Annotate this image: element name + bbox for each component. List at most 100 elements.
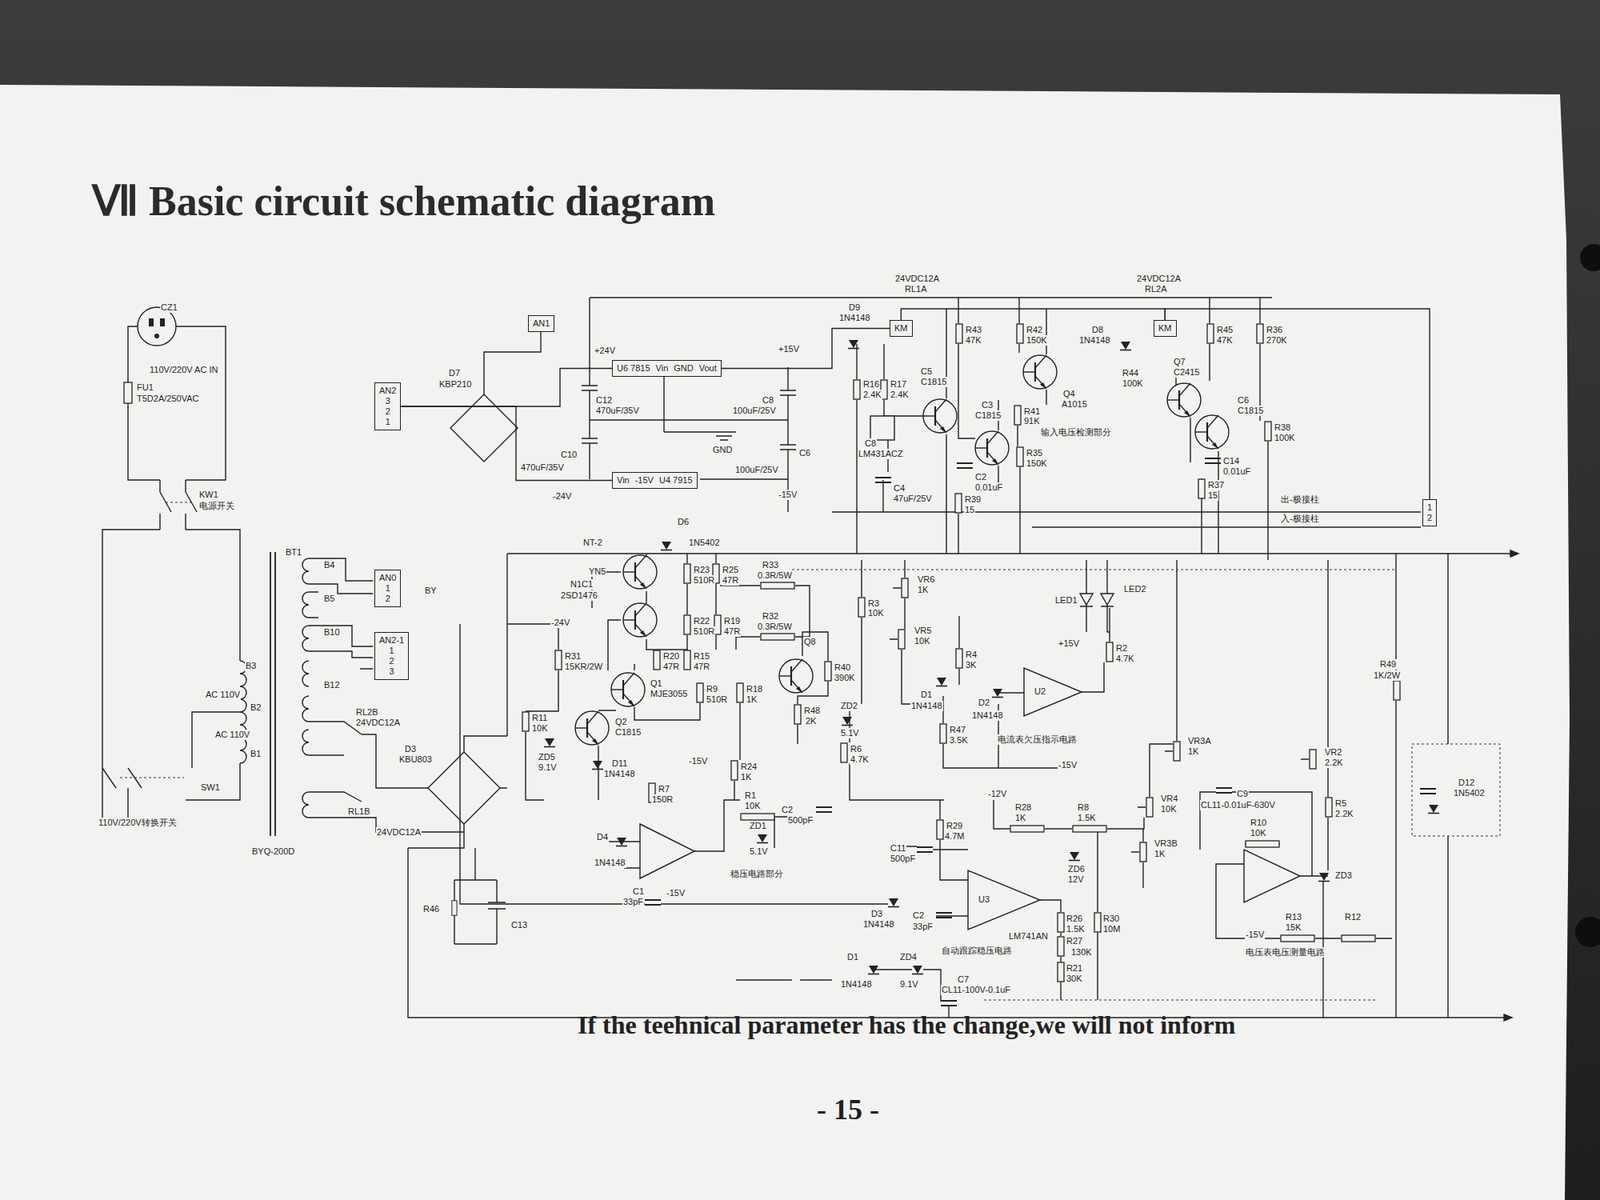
capacitor-symbol [644, 900, 661, 905]
resistor-symbol [840, 743, 848, 763]
component-text: GND [673, 363, 693, 374]
schematic-label: R29 [945, 820, 964, 832]
schematic-label: 3K [964, 660, 977, 671]
schematic-label: 24VDC12A [376, 827, 422, 838]
schematic-label: 510R [692, 626, 716, 637]
schematic-label: 130K [1070, 947, 1093, 958]
resistor-symbol [1057, 936, 1064, 956]
schematic-label: YN5 [588, 566, 607, 577]
wire [1100, 593, 1114, 605]
dashed-guide [1412, 744, 1500, 836]
schematic-label: R31 [564, 651, 582, 662]
resistor-symbol [1256, 324, 1264, 344]
schematic-label: C2 [780, 804, 794, 816]
schematic-label: R28 [1014, 802, 1032, 813]
plug-symbol [124, 382, 132, 404]
component-box: AN012 [374, 569, 401, 608]
schematic-label: R30 [1102, 913, 1120, 924]
schematic-label: 470uF/35V [595, 405, 640, 416]
schematic-label: 91K [1023, 416, 1041, 427]
schematic-label: 24VDC12A [355, 717, 401, 728]
component-text: 3 [389, 666, 395, 677]
schematic-label: 稳压电路部分 [729, 868, 784, 880]
schematic-label: SW1 [200, 782, 221, 793]
schematic-label: 47K [964, 335, 983, 346]
resistor-symbol [936, 820, 944, 840]
wire [137, 307, 176, 346]
schematic-label: 24VDC12A [894, 273, 940, 284]
component-text: U6 7815 [616, 363, 651, 374]
schematic-label: R9 [705, 684, 719, 695]
resistor-symbol [452, 324, 1400, 982]
schematic-label: R46 [422, 904, 440, 915]
schematic-label: R32 [761, 611, 780, 622]
component-text: AN1 [532, 318, 550, 329]
schematic-label: 9.1V [899, 979, 920, 990]
schematic-label: MJE3055 [649, 688, 688, 700]
transistor-symbol [575, 355, 1229, 745]
wire [664, 374, 736, 440]
schematic-label: 10K [1160, 804, 1178, 815]
schematic-label: R40 [833, 662, 852, 673]
wire [861, 560, 1110, 768]
diode-symbol [992, 688, 1004, 698]
potentiometer-symbol [1140, 842, 1147, 862]
schematic-label: R44 [1121, 368, 1140, 379]
schematic-label: VR5 [913, 625, 932, 636]
schematic-label: R17 [889, 379, 908, 390]
schematic-label: 1K [740, 772, 752, 783]
schematic-label: C10 [560, 449, 578, 460]
schematic-label: 100K [1273, 432, 1296, 444]
resistor-symbol [956, 324, 963, 344]
wire [1024, 668, 1082, 716]
wire [302, 558, 309, 818]
wire-connector [721, 328, 890, 369]
schematic-label: RL1B [347, 806, 372, 817]
schematic-label: AC 110V [204, 689, 241, 700]
resistor-symbol [684, 650, 691, 670]
resistor-symbol [1207, 324, 1214, 344]
resistor-symbol [684, 615, 691, 635]
dashed-guide [120, 502, 1396, 1000]
schematic-label: BT1 [284, 547, 303, 558]
schematic-label: R6 [849, 744, 863, 755]
schematic-label: -15V [688, 756, 708, 767]
schematic-label: RL1A [904, 284, 928, 295]
schematic-label: -15V [1057, 760, 1078, 771]
page-number: - 15 - [816, 1092, 880, 1127]
capacitor-symbol [956, 463, 973, 468]
resistor-symbol [760, 582, 795, 589]
component-text: 2 [389, 656, 395, 667]
schematic-label: 输入电压检测部分 [1040, 427, 1112, 438]
schematic-label: 47uF/25V [892, 493, 933, 504]
schematic-label: 3.5K [948, 735, 969, 746]
component-text: AN2-1 [379, 635, 404, 646]
schematic-label: ZD6 [1067, 864, 1086, 875]
schematic-label: 15 [964, 504, 976, 516]
resistor-symbol [653, 650, 660, 670]
schematic-label: 2K [804, 716, 817, 727]
schematic-label: C2 [912, 910, 925, 921]
resistor-symbol [1057, 962, 1064, 982]
schematic-label: R49 [1379, 659, 1397, 670]
capacitor-symbol [1204, 458, 1221, 464]
resistor-symbol [1264, 421, 1272, 441]
wire [640, 824, 695, 879]
diode-symbol [1068, 852, 1080, 861]
transistor-symbol [1195, 415, 1229, 449]
wire [1176, 297, 1268, 560]
component-box: 12 [1422, 499, 1437, 527]
diode-symbol [912, 965, 924, 975]
schematic-label: VR3B [1153, 838, 1179, 849]
wire [102, 529, 240, 824]
schematic-label: D1 [920, 689, 933, 700]
wire [460, 624, 888, 904]
schematic-label: BY [424, 585, 438, 596]
potentiometer-symbol [1173, 741, 1180, 761]
resistor-symbol [853, 380, 860, 400]
wire [1080, 593, 1093, 605]
schematic-label: R23 [692, 564, 711, 576]
schematic-label: 10K [1249, 828, 1268, 839]
resistor-symbol [731, 760, 738, 780]
schematic-label: GND [712, 444, 733, 456]
